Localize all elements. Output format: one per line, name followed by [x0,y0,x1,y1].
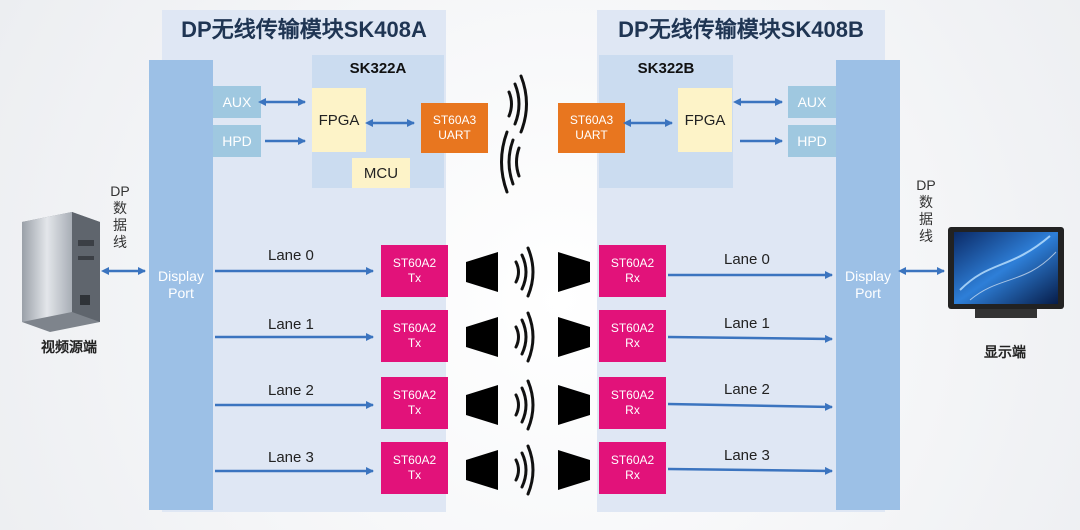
rx-chip-0: ST60A2 Rx [599,245,666,297]
left-module-title: DP无线传输模块SK408A [181,17,427,42]
tx-chip-2: ST60A2 Tx [381,377,448,429]
rx-chip-3-line1: ST60A2 [610,453,655,467]
right-display-port-line1: Display [845,268,891,284]
lane-3-link [466,444,590,496]
wireless-signal-icon [514,444,535,496]
rx-chip-2-line2: Rx [625,403,640,417]
tx-chip-0-line2: Tx [407,271,422,285]
source-cable-label: DP 数 据 线 [105,183,135,251]
rx-horn-antenna-icon [558,317,590,357]
lane-2-link [466,379,590,431]
display-cable-label-line4: 线 [919,228,933,244]
right-uart-chip-line2: UART [575,128,608,142]
left-uart-chip-line1: ST60A3 [432,113,477,127]
right-aux: AUX [788,86,836,118]
source-cable-label-line4: 线 [113,234,127,250]
rx-chip-2: ST60A2 Rx [599,377,666,429]
left-display-port-line2: Port [168,285,194,301]
left-aux: AUX [213,86,261,118]
left-fpga: FPGA [312,88,366,152]
tx-chip-3-line1: ST60A2 [392,453,437,467]
display-caption: 显示端 [984,344,1026,360]
right-lane-label-3: Lane 3 [724,447,770,464]
right-fpga: FPGA [678,88,732,152]
left-hpd: HPD [213,125,261,157]
left-lane-label-1: Lane 1 [268,316,314,333]
left-lane-label-2: Lane 2 [268,382,314,399]
source-cable-label-line1: DP [110,183,130,199]
right-display-port-line2: Port [855,285,881,301]
rx-chip-0-line1: ST60A2 [610,256,655,270]
right-uart-chip-line1: ST60A3 [569,113,614,127]
left-uart-chip: ST60A3 UART [421,103,488,153]
rx-chip-1-line1: ST60A2 [610,321,655,335]
tx-horn-antenna-icon [466,317,498,357]
tx-chip-3-line2: Tx [407,468,422,482]
rx-chip-2-line1: ST60A2 [610,388,655,402]
tx-horn-antenna-icon [466,450,498,490]
tx-horn-antenna-icon [466,385,498,425]
rx-horn-antenna-icon [558,450,590,490]
display-cable-label: DP 数 据 线 [911,177,941,245]
left-mcu: MCU [352,158,410,188]
desktop-pc-icon [22,212,100,332]
display-cable-label-line1: DP [916,177,936,193]
right-hpd: HPD [788,125,836,157]
wireless-signal-icon [514,246,535,298]
right-lane-label-2: Lane 2 [724,381,770,398]
left-board-title: SK322A [349,60,407,77]
rx-horn-antenna-icon [558,385,590,425]
tx-chip-3: ST60A2 Tx [381,442,448,494]
left-lane-label-0: Lane 0 [268,247,314,264]
right-board-title: SK322B [637,60,695,77]
monitor-icon [948,227,1064,318]
rx-chip-3: ST60A2 Rx [599,442,666,494]
left-lane-label-3: Lane 3 [268,449,314,466]
left-uart-chip-line2: UART [438,128,471,142]
right-module-title: DP无线传输模块SK408B [618,17,864,42]
right-lane-label-1: Lane 1 [724,315,770,332]
tx-chip-1-line1: ST60A2 [392,321,437,335]
rx-chip-1-line2: Rx [625,336,640,350]
tx-horn-antenna-icon [466,252,498,292]
tx-chip-0-line1: ST60A2 [392,256,437,270]
rx-chip-3-line2: Rx [625,468,640,482]
left-display-port-line1: Display [158,268,204,284]
display-cable-label-line2: 数 [919,194,933,210]
lane-0-link [466,246,590,298]
rx-chip-0-line2: Rx [625,271,640,285]
tx-chip-1-line2: Tx [407,336,422,350]
source-caption: 视频源端 [41,339,97,355]
tx-chip-0: ST60A2 Tx [381,245,448,297]
tx-chip-1: ST60A2 Tx [381,310,448,362]
wireless-signal-icon [514,379,535,431]
display-cable-label-line3: 据 [919,211,933,227]
right-uart-chip: ST60A3 UART [558,103,625,153]
lane-1-link [466,311,590,363]
source-cable-label-line3: 据 [113,217,127,233]
rx-chip-1: ST60A2 Rx [599,310,666,362]
tx-chip-2-line1: ST60A2 [392,388,437,402]
wireless-signal-icon [514,311,535,363]
rx-horn-antenna-icon [558,252,590,292]
uart-wireless-signal-icon [500,74,528,194]
source-cable-label-line2: 数 [113,200,127,216]
tx-chip-2-line2: Tx [407,403,422,417]
right-lane-label-0: Lane 0 [724,251,770,268]
